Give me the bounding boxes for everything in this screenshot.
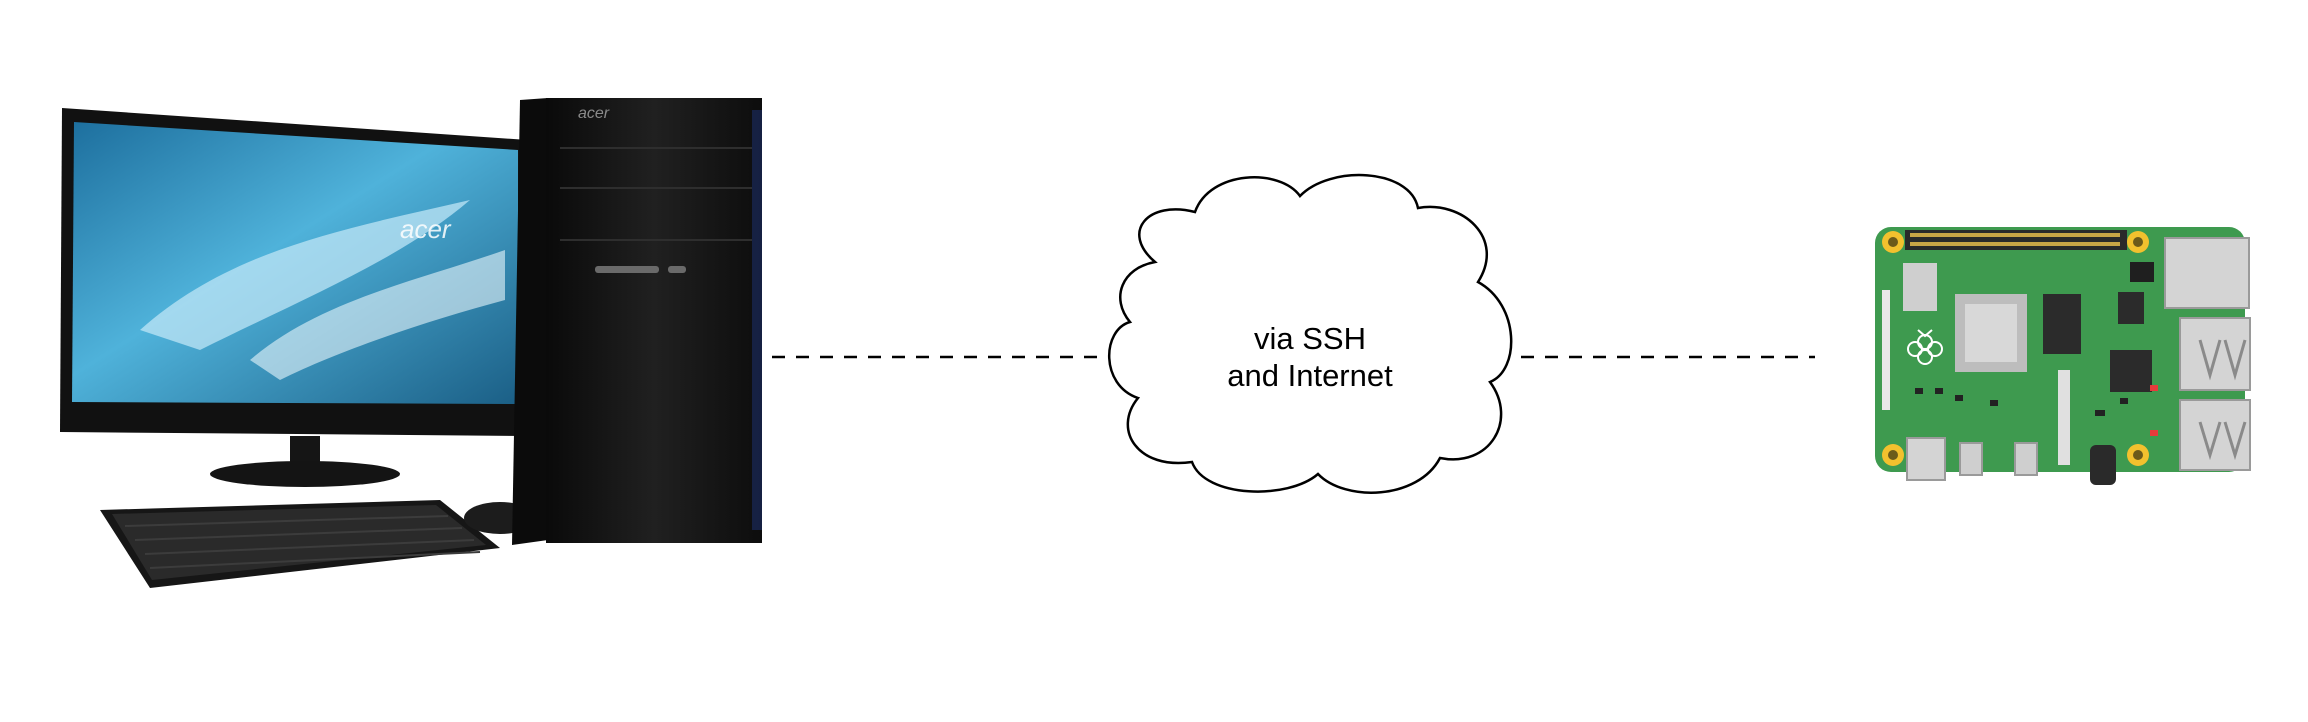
svg-text:acer: acer: [578, 105, 610, 122]
raspberry-logo: [1907, 329, 1943, 365]
keyboard: [100, 500, 500, 588]
pc-tower: acer: [512, 98, 762, 545]
cloud-icon: via SSH and Internet: [1108, 173, 1513, 494]
desktop-computer-icon: acer acer: [60, 98, 762, 588]
monitor: acer: [60, 108, 528, 487]
pc-brand-label: acer: [400, 214, 452, 244]
cloud-label-line2: and Internet: [1227, 358, 1393, 393]
raspberry-pi-board-icon: [1875, 227, 2251, 485]
cloud-label-line1: via SSH: [1254, 321, 1366, 356]
